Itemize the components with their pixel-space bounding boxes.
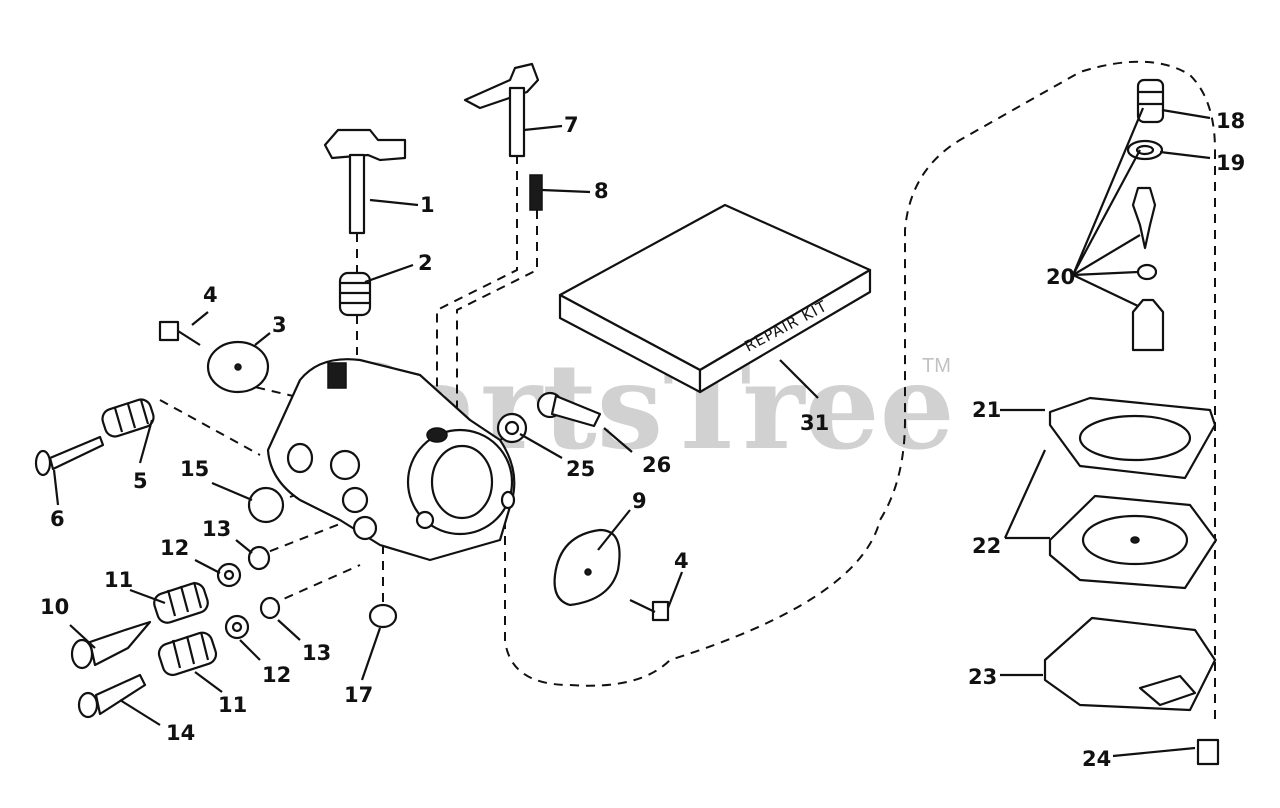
diaphragm-part-22[interactable] <box>1048 494 1218 590</box>
callout-13b: 13 <box>302 641 331 665</box>
callout-31: 31 <box>800 411 829 435</box>
callout-13a: 13 <box>202 517 231 541</box>
choke-lever-part-7[interactable] <box>463 62 540 158</box>
spring-part-11b[interactable] <box>156 630 218 677</box>
o-ring-part-13a[interactable] <box>247 545 271 571</box>
callout-22: 22 <box>972 534 1001 558</box>
callout-11a: 11 <box>104 568 133 592</box>
spring-part-18[interactable] <box>1136 78 1165 124</box>
callout-20: 20 <box>1046 265 1075 289</box>
needle-screw-part-10[interactable] <box>70 620 152 670</box>
callout-14: 14 <box>166 721 195 745</box>
washer-part-12b[interactable] <box>224 614 250 640</box>
cover-part-23[interactable] <box>1043 616 1217 712</box>
callout-11b: 11 <box>218 693 247 717</box>
watermark-trademark: TM <box>922 355 951 377</box>
callout-10: 10 <box>40 595 69 619</box>
needle-screw-part-14[interactable] <box>77 673 147 719</box>
leader-lines <box>52 107 1211 758</box>
callout-6: 6 <box>50 507 65 531</box>
callout-labels: 1 2 3 4 4 5 6 7 8 9 10 11 11 12 12 13 13… <box>40 109 1245 771</box>
callout-4b: 4 <box>674 549 689 573</box>
choke-plate-part-9[interactable] <box>553 528 621 607</box>
callout-1: 1 <box>420 193 435 217</box>
inlet-needle-part-20[interactable] <box>1131 186 1165 352</box>
washer-part-12a[interactable] <box>216 562 242 588</box>
callout-4a: 4 <box>203 283 218 307</box>
spring-part-8[interactable] <box>529 174 543 211</box>
screw-part-4b[interactable] <box>629 599 670 622</box>
welch-plug-part-15[interactable] <box>247 486 285 524</box>
callout-15: 15 <box>180 457 209 481</box>
callout-2: 2 <box>418 251 433 275</box>
plug-part-17[interactable] <box>368 603 398 629</box>
spring-part-5[interactable] <box>100 397 156 439</box>
throttle-plate-part-3[interactable] <box>206 340 270 394</box>
alignment-lines <box>159 155 538 606</box>
gasket-part-19[interactable] <box>1126 139 1164 161</box>
repair-kit-boundary <box>504 60 1216 687</box>
callout-9: 9 <box>632 489 647 513</box>
carburetor-body[interactable] <box>266 358 516 562</box>
fitting-part-25[interactable] <box>496 412 528 444</box>
callout-19: 19 <box>1216 151 1245 175</box>
elbow-fitting-part-26[interactable] <box>536 391 602 428</box>
callout-25: 25 <box>566 457 595 481</box>
idle-screw-part-6[interactable] <box>34 435 105 477</box>
callout-17: 17 <box>344 683 373 707</box>
callout-12b: 12 <box>262 663 291 687</box>
screw-part-24[interactable] <box>1196 738 1220 766</box>
callout-8: 8 <box>594 179 609 203</box>
callout-12a: 12 <box>160 536 189 560</box>
callout-23: 23 <box>968 665 997 689</box>
screw-part-4a[interactable] <box>158 320 201 346</box>
callout-21: 21 <box>972 398 1001 422</box>
o-ring-part-13b[interactable] <box>259 596 281 620</box>
callout-7: 7 <box>564 113 579 137</box>
spring-part-11a[interactable] <box>152 581 211 626</box>
callout-18: 18 <box>1216 109 1245 133</box>
callout-5: 5 <box>133 469 148 493</box>
callout-26: 26 <box>642 453 671 477</box>
gasket-part-21[interactable] <box>1048 396 1217 480</box>
spring-part-2[interactable] <box>338 271 372 317</box>
repair-kit-box[interactable]: REPAIR KIT <box>558 203 872 394</box>
throttle-lever-part-1[interactable] <box>323 128 407 235</box>
callout-24: 24 <box>1082 747 1111 771</box>
callout-3: 3 <box>272 313 287 337</box>
